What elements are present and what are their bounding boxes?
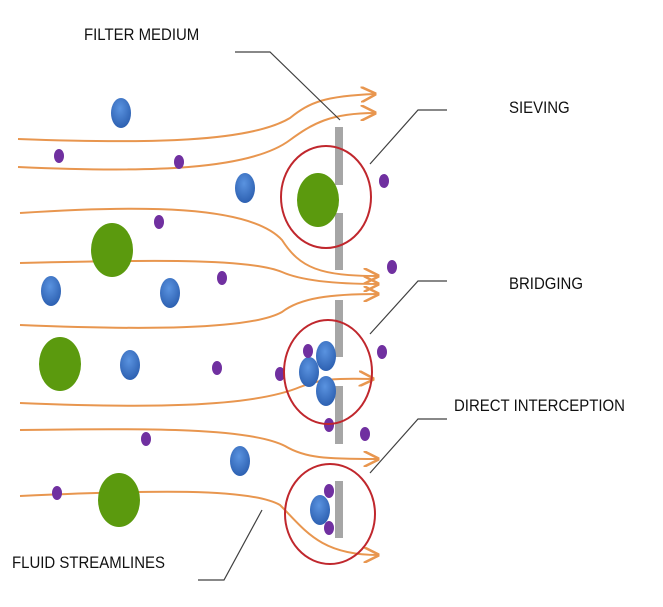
filter-segment: [335, 127, 343, 185]
direct-interception-highlight-circle: [284, 463, 376, 565]
mechanism-highlights: [280, 145, 376, 565]
direct-interception-leader-line: [369, 418, 447, 474]
filter-medium-leader-line: [235, 51, 341, 121]
bridging-highlight-circle: [283, 319, 373, 425]
sieving-leader-line: [369, 109, 447, 165]
filter-segment: [335, 386, 343, 444]
fluid-streamlines-leader-line: [198, 509, 263, 581]
small-particle: [324, 484, 334, 498]
medium-particle: [316, 341, 336, 371]
medium-particle: [120, 350, 140, 380]
streamline: [19, 207, 378, 276]
bridging-leader-line: [369, 280, 447, 335]
small-particle: [212, 361, 222, 375]
small-particle: [324, 521, 334, 535]
streamline: [17, 94, 375, 143]
small-particle: [360, 427, 370, 441]
streamline: [19, 294, 378, 329]
bridging-label: BRIDGING: [509, 274, 583, 293]
large-particle: [297, 173, 339, 227]
small-particle: [303, 344, 313, 358]
direct-interception-label: DIRECT INTERCEPTION: [454, 396, 625, 415]
medium-particles: [41, 98, 336, 525]
large-particles: [39, 173, 339, 527]
fluid-streamlines: [17, 94, 378, 555]
streamline: [19, 379, 373, 407]
medium-particle: [299, 357, 319, 387]
sieving-label: SIEVING: [509, 98, 570, 117]
medium-particle: [230, 446, 250, 476]
small-particle: [324, 418, 334, 432]
small-particle: [379, 174, 389, 188]
small-particle: [174, 155, 184, 169]
sieving-highlight-circle: [280, 145, 372, 249]
large-particle: [39, 337, 81, 391]
large-particle: [91, 223, 133, 277]
small-particle: [387, 260, 397, 274]
medium-particle: [310, 495, 330, 525]
large-particle: [98, 473, 140, 527]
small-particle: [377, 345, 387, 359]
small-particle: [275, 367, 285, 381]
streamline: [19, 428, 378, 459]
filter-segment: [335, 213, 343, 270]
medium-particle: [160, 278, 180, 308]
small-particle: [54, 149, 64, 163]
streamline: [19, 259, 378, 284]
small-particle: [154, 215, 164, 229]
medium-particle: [41, 276, 61, 306]
filter-medium: [335, 127, 343, 538]
fluid-streamlines-label: FLUID STREAMLINES: [12, 553, 165, 572]
streamline: [17, 113, 375, 171]
small-particle: [141, 432, 151, 446]
small-particle: [217, 271, 227, 285]
medium-particle: [235, 173, 255, 203]
leader-lines: [198, 51, 447, 581]
small-particle: [52, 486, 62, 500]
medium-particle: [316, 376, 336, 406]
small-particles: [52, 149, 397, 535]
filter-segment: [335, 300, 343, 357]
medium-particle: [111, 98, 131, 128]
filter-segment: [335, 481, 343, 538]
filter-medium-label: FILTER MEDIUM: [84, 25, 200, 44]
